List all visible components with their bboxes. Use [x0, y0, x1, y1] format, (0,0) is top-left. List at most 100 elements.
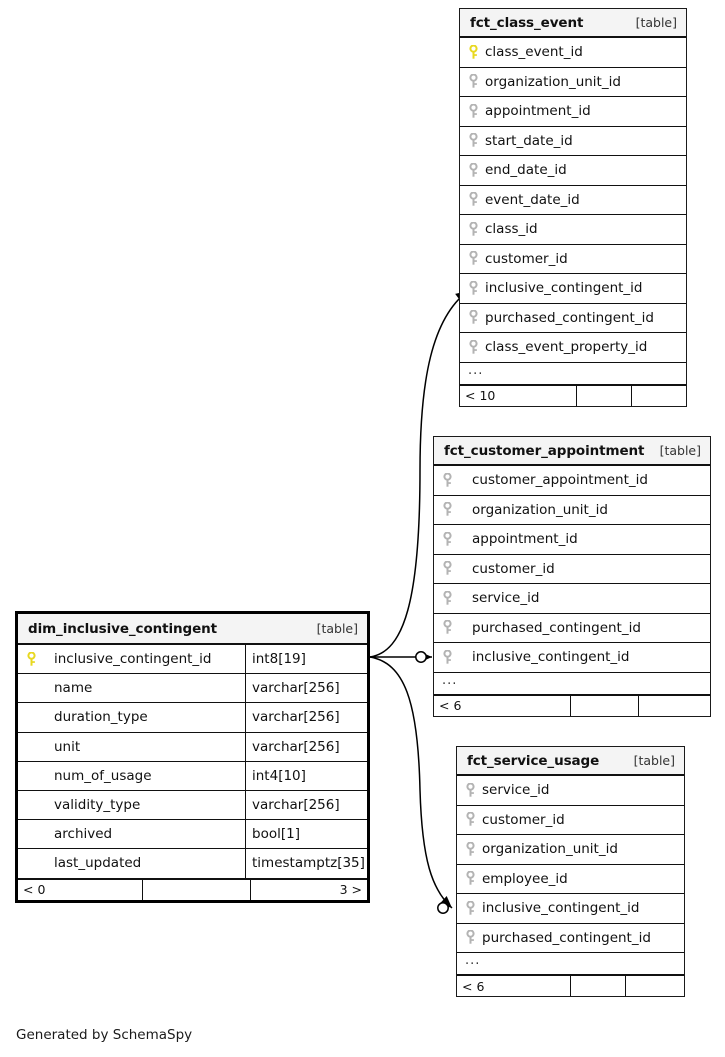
column-type: int4[10]: [245, 761, 367, 790]
foreign-key-icon: [442, 472, 459, 488]
footer-cell-left[interactable]: < 0: [23, 882, 46, 897]
column-name: organization_unit_id: [482, 841, 618, 858]
footer-cell-middle: [576, 385, 631, 406]
table-row[interactable]: event_date_id: [460, 185, 686, 215]
column-name: service_id: [482, 782, 550, 799]
foreign-key-icon: [468, 280, 485, 296]
table-fct-class-event[interactable]: fct_class_event [table] class_event_id o…: [459, 8, 687, 407]
foreign-key-icon: [465, 930, 482, 945]
footer-cell-right[interactable]: [631, 385, 686, 406]
footer-cell-right[interactable]: 3 >: [250, 879, 367, 900]
table-row[interactable]: appointment_id: [460, 97, 686, 127]
foreign-key-icon: [442, 620, 459, 635]
table-row[interactable]: purchased_contingent_id: [434, 613, 710, 643]
footer-cell-right[interactable]: [625, 976, 684, 996]
column-name: organization_unit_id: [485, 73, 621, 90]
column-cell: inclusive_contingent_id: [460, 274, 686, 303]
table-row[interactable]: organization_unit_id: [457, 835, 684, 865]
table-row[interactable]: customer_appointment_id: [434, 466, 710, 496]
footer-cell-left[interactable]: < 6: [462, 978, 485, 994]
column-name: start_date_id: [485, 132, 573, 149]
table-header: dim_inclusive_contingent [table]: [18, 614, 367, 645]
table-row[interactable]: end_date_id: [460, 156, 686, 186]
table-row[interactable]: employee_id: [457, 864, 684, 894]
table-row[interactable]: class_event_id: [460, 38, 686, 68]
foreign-key-icon: [468, 339, 485, 355]
table-row[interactable]: purchased_contingent_id: [457, 923, 684, 953]
foreign-key-icon: [468, 251, 485, 266]
column-cell: start_date_id: [460, 127, 686, 156]
foreign-key-icon: [468, 162, 485, 178]
table-row[interactable]: archived bool[1]: [18, 820, 367, 850]
table-row[interactable]: appointment_id: [434, 525, 710, 555]
column-type: timestamptz[35]: [245, 849, 367, 878]
column-name: last_updated: [54, 855, 142, 872]
table-row[interactable]: customer_id: [460, 244, 686, 274]
column-name: end_date_id: [485, 162, 567, 179]
table-row[interactable]: num_of_usage int4[10]: [18, 761, 367, 791]
column-cell: inclusive_contingent_id: [434, 643, 710, 672]
table-row[interactable]: last_updated timestamptz[35]: [18, 849, 367, 879]
table-row[interactable]: inclusive_contingent_id: [460, 274, 686, 304]
column-cell: inclusive_contingent_id: [457, 894, 684, 923]
table-dim-inclusive-contingent[interactable]: dim_inclusive_contingent [table] inclusi…: [15, 611, 370, 903]
column-name: inclusive_contingent_id: [472, 649, 630, 666]
column-cell: num_of_usage: [18, 762, 245, 790]
table-row[interactable]: unit varchar[256]: [18, 732, 367, 762]
table-row[interactable]: inclusive_contingent_id: [457, 894, 684, 924]
column-cell: archived: [18, 820, 245, 848]
table-row[interactable]: class_event_property_id: [460, 333, 686, 363]
column-name: service_id: [472, 590, 540, 607]
table-row[interactable]: service_id: [457, 776, 684, 806]
foreign-key-icon: [442, 531, 459, 547]
table-title: fct_class_event: [470, 14, 584, 31]
column-type: varchar[256]: [245, 674, 367, 703]
foreign-key-icon: [465, 812, 482, 827]
table-row[interactable]: organization_unit_id: [460, 67, 686, 97]
primary-key-icon: [468, 44, 485, 60]
table-row[interactable]: inclusive_contingent_id: [434, 643, 710, 673]
column-name: customer_appointment_id: [472, 472, 648, 489]
table-row[interactable]: name varchar[256]: [18, 674, 367, 704]
column-cell: class_event_property_id: [460, 333, 686, 362]
column-name: num_of_usage: [54, 767, 152, 784]
foreign-key-icon: [468, 221, 485, 237]
footer-cell-left[interactable]: < 10: [465, 388, 496, 403]
footer-cell-middle: [570, 976, 625, 996]
table-footer: < 0 3 >: [18, 878, 367, 900]
table-row[interactable]: class_id: [460, 215, 686, 245]
table-header: fct_class_event [table]: [460, 9, 686, 38]
table-footer: < 10: [460, 384, 686, 406]
column-type: int8[19]: [245, 645, 367, 674]
table-row[interactable]: organization_unit_id: [434, 495, 710, 525]
table-row[interactable]: validity_type varchar[256]: [18, 790, 367, 821]
column-name: class_id: [485, 221, 538, 238]
relationship-dim-to-customer-appointment: [370, 651, 432, 663]
footer-cell-left[interactable]: < 6: [439, 698, 462, 713]
more-columns-indicator: ...: [460, 363, 686, 385]
column-name: archived: [54, 826, 113, 843]
column-cell: customer_appointment_id: [434, 466, 710, 495]
column-name: duration_type: [54, 709, 148, 726]
table-row[interactable]: customer_id: [457, 805, 684, 835]
table-row[interactable]: start_date_id: [460, 126, 686, 156]
footer-cell-middle: [570, 695, 638, 716]
foreign-key-icon: [468, 74, 485, 89]
column-cell: name: [18, 674, 245, 702]
table-row[interactable]: service_id: [434, 584, 710, 614]
footer-cell-middle: [142, 879, 250, 900]
column-cell: service_id: [457, 776, 684, 805]
primary-key-icon: [26, 651, 43, 667]
table-row[interactable]: purchased_contingent_id: [460, 303, 686, 333]
column-name: purchased_contingent_id: [482, 929, 651, 946]
table-row[interactable]: customer_id: [434, 554, 710, 584]
column-name: customer_id: [485, 250, 568, 267]
table-row[interactable]: duration_type varchar[256]: [18, 703, 367, 733]
footer-cell-right[interactable]: [638, 695, 710, 716]
table-fct-customer-appointment[interactable]: fct_customer_appointment [table] custome…: [433, 436, 711, 717]
column-cell: last_updated: [18, 849, 245, 877]
foreign-key-icon: [442, 649, 459, 665]
table-fct-service-usage[interactable]: fct_service_usage [table] service_id cus…: [456, 746, 685, 997]
table-row[interactable]: inclusive_contingent_id int8[19]: [18, 645, 367, 675]
column-name: customer_id: [472, 560, 555, 577]
